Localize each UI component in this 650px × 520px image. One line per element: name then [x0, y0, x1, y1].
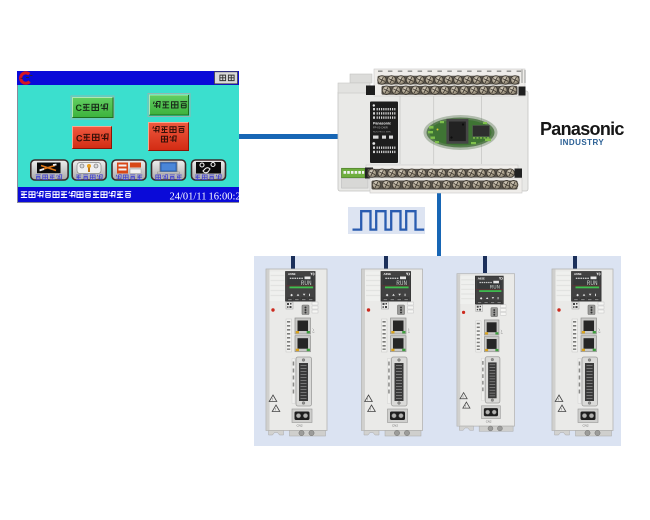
- svg-text:C: C: [76, 103, 83, 113]
- svg-text:24/01/11 16:00:28: 24/01/11 16:00:28: [170, 191, 240, 202]
- svg-text:C: C: [76, 134, 83, 144]
- svg-text:RUN PROG. ERR.: RUN PROG. ERR.: [373, 132, 392, 134]
- svg-text:FP-X0 C40R: FP-X0 C40R: [373, 126, 388, 130]
- svg-text:Panasonic: Panasonic: [373, 122, 391, 126]
